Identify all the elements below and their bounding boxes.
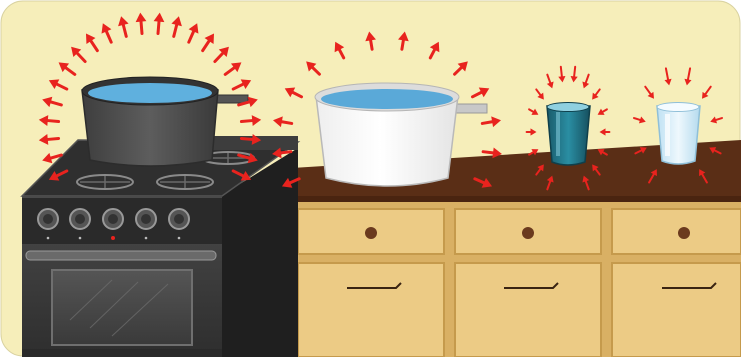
oven-handle[interactable] bbox=[26, 251, 216, 260]
knob-5[interactable] bbox=[169, 209, 189, 229]
ice-glass-body bbox=[657, 106, 700, 164]
hot-arrow-12-shaft bbox=[141, 22, 142, 34]
warm-arrow-2-shaft bbox=[482, 122, 492, 124]
knob-1[interactable] bbox=[38, 209, 58, 229]
dark-glass-body bbox=[547, 106, 590, 165]
hot-arrow-2-shaft bbox=[241, 138, 252, 139]
knob-3[interactable] bbox=[103, 209, 123, 229]
hot-arrow-11-shaft bbox=[158, 22, 159, 34]
ice-glass-rim bbox=[657, 103, 699, 112]
warm-water-surface bbox=[321, 89, 453, 109]
warm-arrow-12-shaft bbox=[281, 152, 291, 153]
ice-glass bbox=[657, 103, 700, 165]
dark-glass-rim bbox=[547, 103, 589, 112]
knob-4[interactable] bbox=[136, 209, 156, 229]
hot-arrow-20-shaft bbox=[48, 121, 59, 122]
hot-arrow-21-shaft bbox=[48, 138, 59, 139]
countertop-edge bbox=[290, 196, 741, 202]
drawer-knob-3 bbox=[678, 227, 690, 239]
dark-arrow-8-shaft bbox=[561, 67, 562, 77]
dark-arrow-7-shaft bbox=[574, 67, 575, 77]
drawer-knob-2 bbox=[522, 227, 534, 239]
hot-arrow-3-shaft bbox=[241, 121, 252, 122]
indicator-light bbox=[111, 236, 115, 240]
warm-arrow-6-shaft bbox=[402, 40, 403, 49]
drawer-3 bbox=[612, 209, 741, 254]
warm-arrow-11-shaft bbox=[282, 122, 292, 124]
warm-arrow-1-shaft bbox=[483, 152, 493, 153]
cabinet-door-1 bbox=[298, 263, 444, 357]
dark-glass bbox=[547, 103, 590, 166]
hot-water-surface bbox=[88, 83, 212, 103]
cabinet-door-2 bbox=[455, 263, 601, 357]
knob-2[interactable] bbox=[70, 209, 90, 229]
oven-window bbox=[52, 270, 192, 345]
cabinet-door-3 bbox=[612, 263, 741, 357]
drawer-knob-1 bbox=[365, 227, 377, 239]
stove bbox=[22, 136, 298, 357]
pot-handle bbox=[214, 95, 248, 103]
warm-arrow-7-shaft bbox=[371, 40, 372, 49]
